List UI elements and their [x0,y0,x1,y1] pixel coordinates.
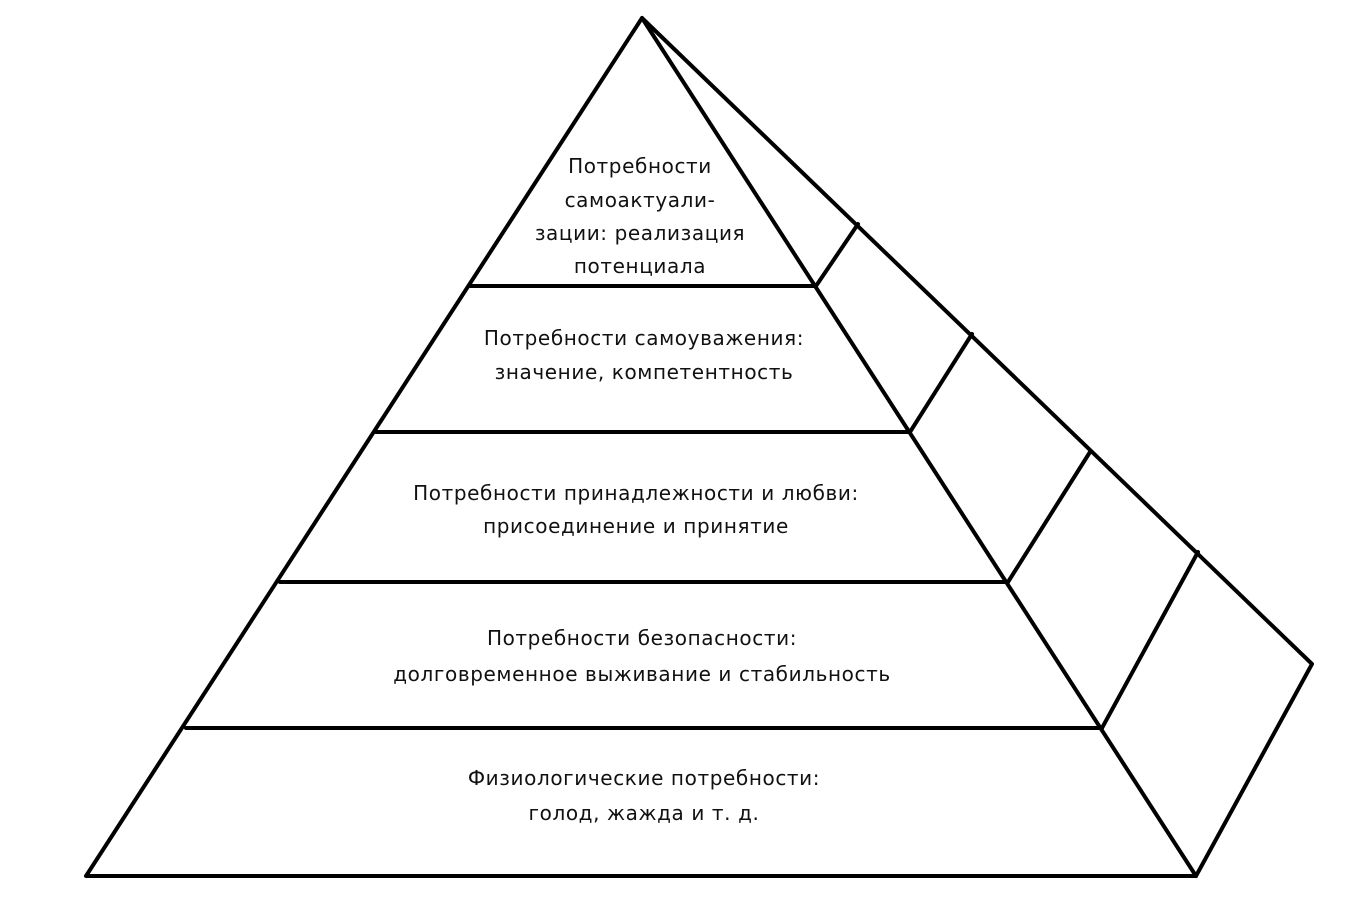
level-self-actualization: Потребности самоактуали- зации: реализац… [535,154,745,278]
level-text-line: Потребности самоуважения: [484,326,804,350]
pyramid-side-face [640,16,1314,878]
level-text-line: потенциала [574,254,706,278]
divider-side-4 [1100,550,1200,730]
level-safety: Потребности безопасности: долговременное… [393,626,891,686]
level-text-line: Потребности принадлежности и любви: [413,481,859,505]
divider-side-2 [908,332,974,434]
level-text-line: Физиологические потребности: [468,766,820,790]
level-text-line: долговременное выживание и стабильность [393,662,891,686]
level-esteem: Потребности самоуважения: значение, комп… [484,326,804,384]
divider-side-3 [1006,450,1092,584]
level-text-line: значение, компетентность [495,360,794,384]
level-text-line: голод, жажда и т. д. [529,801,760,825]
pyramid-front-face [84,16,1198,878]
level-text-line: Потребности [568,154,712,178]
level-text-line: Потребности безопасности: [487,626,797,650]
level-text-line: самоактуали- [565,188,716,212]
divider-side-1 [814,222,860,288]
level-physiological: Физиологические потребности: голод, жажд… [468,766,820,825]
level-text-line: присоединение и принятие [483,514,789,538]
level-text-line: зации: реализация [535,221,745,245]
level-belonging: Потребности принадлежности и любви: прис… [413,481,859,538]
